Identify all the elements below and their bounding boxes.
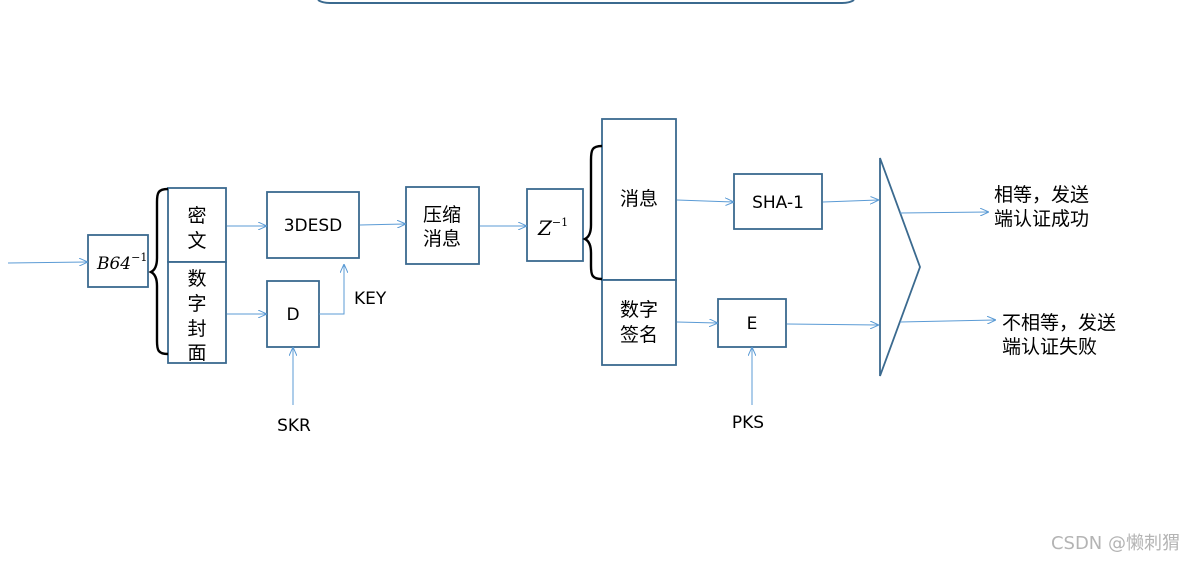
signature-box (601, 279, 677, 366)
key-label: KEY (354, 289, 387, 309)
compress-line-1: 压缩 (423, 204, 461, 226)
arrow-input-b64 (7, 262, 87, 263)
unequal-result-line-2: 端认证失败 (1002, 336, 1097, 358)
des-label: 3DESD (284, 216, 343, 236)
skr-label: SKR (277, 416, 311, 436)
envelope-char-4: 面 (187, 342, 206, 364)
arrow-sha-compare (822, 200, 878, 202)
brace-right (582, 144, 603, 281)
envelope-char-3: 封 (187, 318, 206, 340)
ciphertext-char-1: 密 (187, 205, 206, 227)
z-box (526, 188, 584, 262)
envelope-char-2: 字 (187, 293, 206, 315)
compress-line-2: 消息 (423, 228, 461, 250)
d-label: D (286, 305, 299, 325)
arrow-signature-e (676, 322, 717, 323)
arrow-message-sha (676, 200, 733, 202)
brace-left (148, 187, 169, 356)
signature-line-2: 签名 (620, 324, 658, 346)
signature-line-1: 数字 (620, 299, 658, 321)
sha-label: SHA-1 (752, 193, 804, 213)
watermark: CSDN @懒刺猬 (1051, 533, 1180, 554)
equal-result-line-2: 端认证成功 (994, 208, 1089, 230)
unequal-result-line-1: 不相等，发送 (1002, 312, 1116, 334)
pks-label: PKS (732, 413, 764, 433)
message-label: 消息 (620, 188, 658, 210)
comparator-triangle (879, 157, 921, 377)
ciphertext-box (167, 187, 227, 263)
arrow-e-compare (786, 324, 878, 325)
arrow-d-key (319, 265, 344, 315)
message-box (601, 118, 677, 281)
z-label: Z−1 (537, 216, 568, 240)
arrow-des-compress (359, 224, 405, 225)
digital-envelope-box (167, 261, 227, 364)
arrow-compare-unequal (899, 320, 995, 322)
equal-result-line-1: 相等，发送 (994, 184, 1089, 206)
envelope-char-1: 数 (187, 268, 206, 290)
arrow-compare-equal (899, 212, 988, 213)
ciphertext-char-2: 文 (187, 230, 206, 252)
top-banner-edge (317, 0, 855, 4)
e-label: E (747, 314, 758, 334)
des-box (266, 191, 360, 259)
b64-label: B64−1 (96, 251, 147, 274)
